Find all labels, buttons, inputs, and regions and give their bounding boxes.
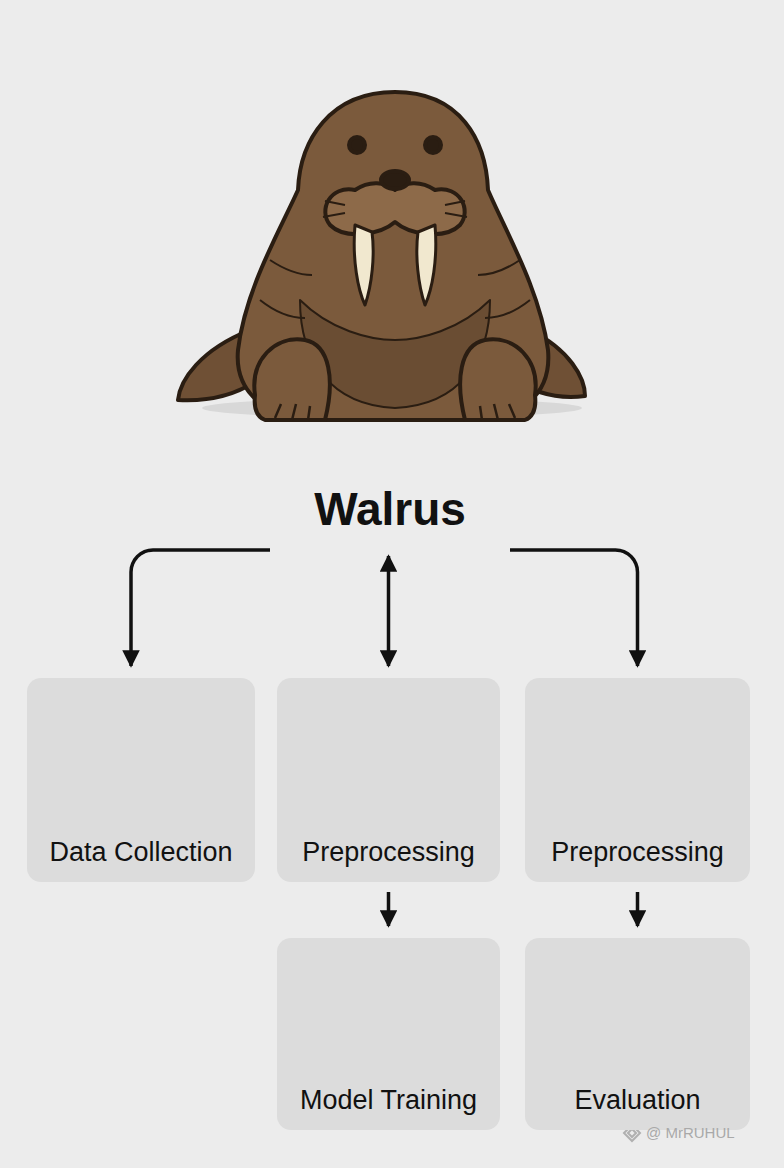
box-label: Data Collection — [49, 837, 232, 868]
box-label: Preprocessing — [302, 837, 475, 868]
process-box: Data Collection — [27, 678, 255, 882]
process-box: Evaluation — [525, 938, 750, 1130]
process-box: Preprocessing — [277, 678, 500, 882]
box-label: Evaluation — [574, 1085, 700, 1116]
process-box: Model Training — [277, 938, 500, 1130]
title-text: Walrus — [314, 482, 466, 536]
title-node: Walrus — [270, 468, 510, 550]
flow-arrow — [510, 550, 638, 666]
walrus-illustration — [178, 92, 585, 420]
box-label: Preprocessing — [551, 837, 724, 868]
watermark: @ MrRUHUL — [646, 1124, 735, 1141]
flow-arrow — [636, 892, 640, 926]
box-label: Model Training — [300, 1085, 477, 1116]
flow-arrow — [387, 556, 391, 666]
flow-arrow — [387, 892, 391, 926]
flow-arrow — [131, 550, 270, 666]
process-box: Preprocessing — [525, 678, 750, 882]
